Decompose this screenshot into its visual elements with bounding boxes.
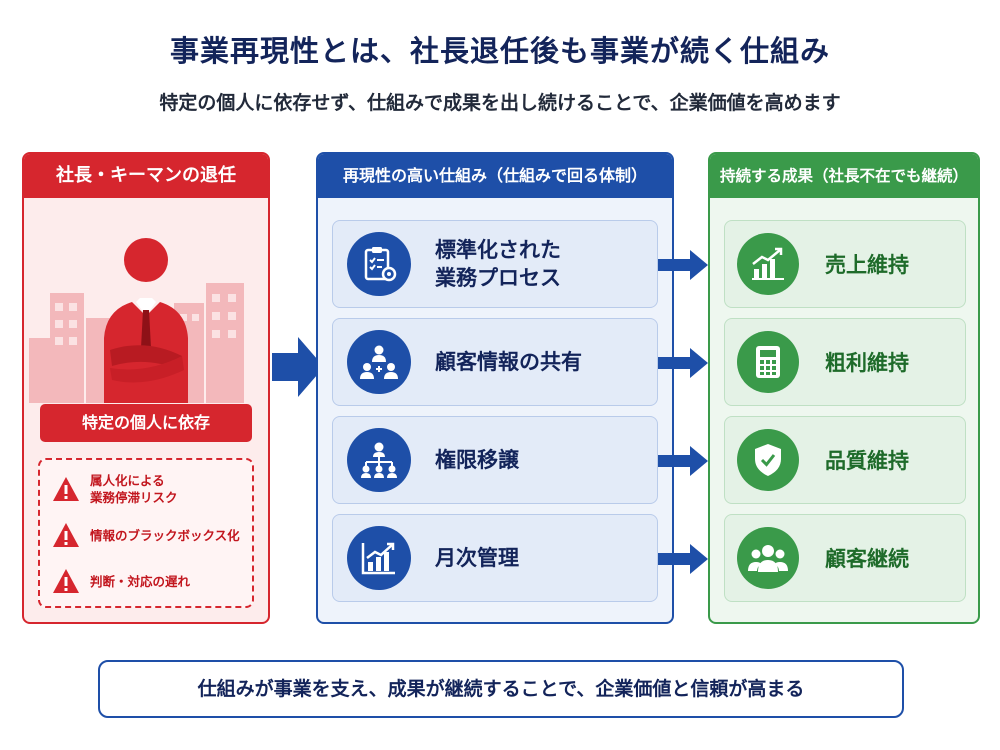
page-subtitle: 特定の個人に依存せず、仕組みで成果を出し続けることで、企業価値を高めます <box>159 92 841 114</box>
result-arrow-icon <box>658 250 708 280</box>
process-card-standardization: 標準化された 業務プロセス <box>332 220 658 308</box>
center-panel-reproducible-system: 再現性の高い仕組み（仕組みで回る体制） 標準化された 業務プロセス 顧客情報の共… <box>316 152 674 624</box>
result-label: 顧客継続 <box>825 547 909 571</box>
sales-chart-icon <box>737 233 799 295</box>
warning-icon <box>53 477 79 501</box>
process-label: 権限移譲 <box>435 448 519 472</box>
process-card-customer-info: 顧客情報の共有 <box>332 318 658 406</box>
right-panel-header: 持続する成果（社長不在でも継続） <box>710 154 978 198</box>
warning-icon <box>53 523 79 547</box>
risk-text: 属人化による 業務停滞リスク <box>90 473 178 505</box>
result-card-customer-retention: 顧客継続 <box>724 514 966 602</box>
calculator-icon <box>737 331 799 393</box>
dependency-tag: 特定の個人に依存 <box>40 404 252 442</box>
result-arrow-icon <box>658 544 708 574</box>
risk-item: 判断・対応の遅れ <box>52 568 190 594</box>
warning-icon <box>53 569 79 593</box>
customers-icon <box>737 527 799 589</box>
left-panel-executive-retirement: 社長・キーマンの退任 特定の個人に依存 属人 <box>22 152 270 624</box>
process-label: 標準化された 業務プロセス <box>435 238 561 290</box>
footer-summary: 仕組みが事業を支え、成果が継続することで、企業価値と信頼が高まる <box>98 660 904 718</box>
result-card-quality: 品質維持 <box>724 416 966 504</box>
risk-list: 属人化による 業務停滞リスク 情報のブラックボックス化 判断・対応の遅れ <box>38 458 254 608</box>
chart-growth-icon <box>347 526 411 590</box>
right-panel-sustained-results: 持続する成果（社長不在でも継続） 売上維持 粗利維持 品質維持 顧客継続 <box>708 152 980 624</box>
clipboard-checklist-icon <box>347 232 411 296</box>
team-sharing-icon <box>347 330 411 394</box>
process-card-monthly-management: 月次管理 <box>332 514 658 602</box>
result-label: 売上維持 <box>825 253 909 277</box>
left-panel-header: 社長・キーマンの退任 <box>24 154 268 198</box>
risk-text: 情報のブラックボックス化 <box>90 527 240 543</box>
risk-item: 情報のブラックボックス化 <box>52 522 240 548</box>
process-card-delegation: 権限移譲 <box>332 416 658 504</box>
shield-check-icon <box>737 429 799 491</box>
risk-item: 属人化による 業務停滞リスク <box>52 472 178 506</box>
process-label: 月次管理 <box>435 546 519 570</box>
risk-text: 判断・対応の遅れ <box>90 573 191 589</box>
result-label: 粗利維持 <box>825 351 909 375</box>
result-arrow-icon <box>658 348 708 378</box>
process-label: 顧客情報の共有 <box>435 350 582 374</box>
result-arrow-icon <box>658 446 708 476</box>
executive-illustration <box>29 238 244 403</box>
result-card-gross-profit: 粗利維持 <box>724 318 966 406</box>
transition-arrow-icon <box>272 337 324 397</box>
result-card-sales: 売上維持 <box>724 220 966 308</box>
result-label: 品質維持 <box>825 449 909 473</box>
page-title: 事業再現性とは、社長退任後も事業が続く仕組み <box>169 34 830 68</box>
center-panel-header: 再現性の高い仕組み（仕組みで回る体制） <box>318 154 672 198</box>
org-chart-icon <box>347 428 411 492</box>
